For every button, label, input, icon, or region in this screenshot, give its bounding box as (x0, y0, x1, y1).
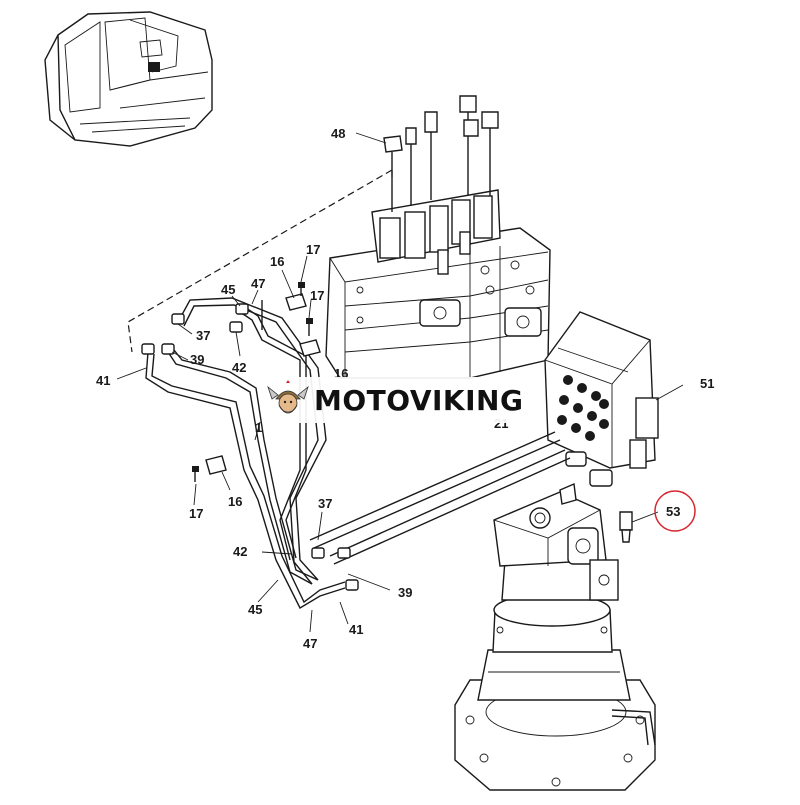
callout-42: 42 (233, 544, 247, 559)
watermark-brand-text: MOTOVIKING (314, 383, 524, 417)
callout-17: 17 (189, 506, 203, 521)
excavator-locator-icon (44, 11, 213, 147)
long-pipes (309, 431, 571, 565)
callout-45: 45 (248, 602, 262, 617)
control-valve-assembly (325, 189, 551, 379)
watermark-banner: MOTOVIKING (262, 377, 536, 423)
callout-1: 1 (255, 420, 262, 435)
callout-17: 17 (306, 242, 320, 257)
callout-42: 42 (232, 360, 246, 375)
callout-37: 37 (318, 496, 332, 511)
callout-51: 51 (700, 376, 714, 391)
callout-37: 37 (196, 328, 210, 343)
leader-lines (116, 132, 684, 633)
callout-48: 48 (331, 126, 345, 141)
callout-16: 16 (270, 254, 284, 269)
callout-53: 53 (666, 504, 680, 519)
pilot-valve-block (544, 311, 659, 487)
callout-41: 41 (96, 373, 110, 388)
callout-17: 17 (310, 288, 324, 303)
part-53-sensor (619, 511, 633, 543)
hydraulic-lines (141, 297, 359, 609)
callout-47: 47 (303, 636, 317, 651)
callout-16: 16 (228, 494, 242, 509)
pressure-sensors (383, 95, 499, 212)
callout-39: 39 (190, 352, 204, 367)
highlight-circle-53 (654, 490, 696, 532)
callout-47: 47 (251, 276, 265, 291)
clamps-and-bolts (192, 282, 321, 482)
callout-41: 41 (349, 622, 363, 637)
callout-45: 45 (221, 282, 235, 297)
swing-motor-assembly (454, 482, 656, 791)
viking-mascot-icon (267, 380, 309, 414)
callout-39: 39 (398, 585, 412, 600)
